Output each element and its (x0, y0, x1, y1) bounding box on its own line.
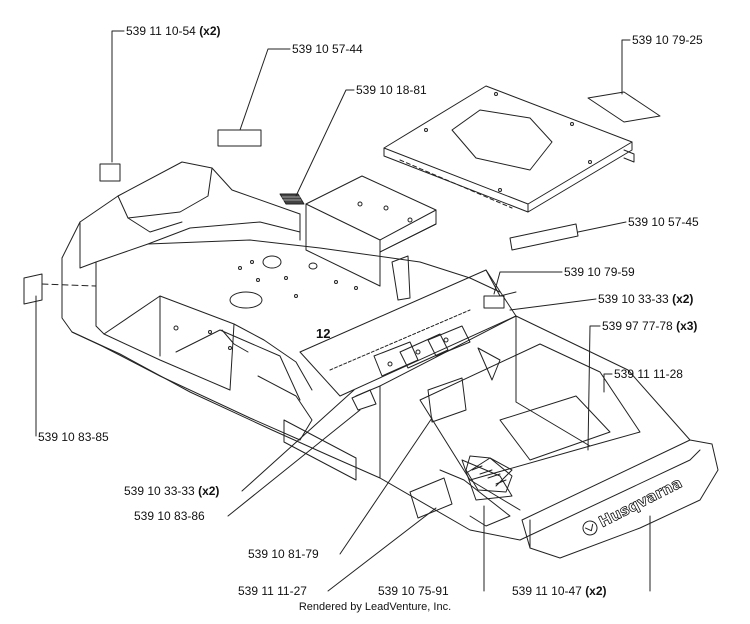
part-label-539-10-33-33-lower[interactable]: 539 10 33-33 (x2) (124, 484, 219, 498)
footer-credit: Rendered by LeadVenture, Inc. (298, 601, 452, 613)
section-number: 12 (316, 326, 331, 341)
part-label-539-11-11-28[interactable]: 539 11 11-28 (614, 367, 683, 381)
part-quantity: (x2) (585, 584, 607, 598)
part-number: 539 10 79-25 (632, 33, 703, 47)
husqvarna-logo: Husqvarna (582, 473, 685, 536)
part-number: 539 10 57-44 (292, 42, 363, 56)
left-step (103, 295, 313, 441)
part-label-539-11-10-54[interactable]: 539 11 10-54 (x2) (126, 24, 221, 38)
part-number: 539 11 11-27 (238, 584, 307, 598)
part-label-539-97-77-78[interactable]: 539 97 77-78 (x3) (602, 319, 697, 333)
part-quantity: (x2) (198, 484, 220, 498)
part-label-539-11-11-27[interactable]: 539 11 11-27 (238, 584, 307, 598)
part-number: 539 11 11-28 (614, 367, 683, 381)
leader-lines (35, 30, 651, 592)
leader-dashed-left (41, 283, 97, 287)
part-label-539-11-10-47[interactable]: 539 11 10-47 (x2) (512, 584, 607, 598)
control-rail (299, 269, 517, 411)
part-label-539-10-57-44[interactable]: 539 10 57-44 (292, 42, 363, 56)
part-number: 539 97 77-78 (602, 319, 673, 333)
lower-rails (283, 419, 513, 527)
part-label-539-10-83-85[interactable]: 539 10 83-85 (38, 430, 109, 444)
part-label-539-10-75-91[interactable]: 539 10 75-91 (378, 584, 449, 598)
logo-wordmark: Husqvarna (596, 474, 685, 531)
part-number: 539 11 10-47 (512, 584, 582, 598)
chassis-frame (61, 161, 501, 457)
part-quantity: (x2) (199, 24, 221, 38)
part-label-539-10-79-59[interactable]: 539 10 79-59 (564, 265, 635, 279)
center-tower (279, 175, 437, 301)
part-number: 539 10 33-33 (124, 484, 195, 498)
part-quantity: (x2) (672, 292, 694, 306)
part-label-539-10-79-25[interactable]: 539 10 79-25 (632, 33, 703, 47)
decals (23, 91, 661, 519)
front-bumper (521, 439, 719, 559)
part-number: 539 10 81-79 (248, 547, 319, 561)
part-number: 539 10 83-85 (38, 430, 109, 444)
part-number: 539 10 79-59 (564, 265, 635, 279)
part-number: 539 10 57-45 (628, 215, 699, 229)
part-label-539-10-57-45[interactable]: 539 10 57-45 (628, 215, 699, 229)
part-label-539-10-18-81[interactable]: 539 10 18-81 (356, 83, 427, 97)
floor-holes (229, 255, 358, 309)
part-number: 539 10 75-91 (378, 584, 449, 598)
part-label-539-10-83-86[interactable]: 539 10 83-86 (134, 509, 205, 523)
part-number: 539 10 33-33 (598, 292, 669, 306)
seat-plate (383, 85, 635, 213)
part-label-539-10-81-79[interactable]: 539 10 81-79 (248, 547, 319, 561)
part-number: 539 10 83-86 (134, 509, 205, 523)
part-number: 539 10 18-81 (356, 83, 427, 97)
part-quantity: (x3) (676, 319, 698, 333)
part-label-539-10-33-33-upper[interactable]: 539 10 33-33 (x2) (598, 292, 693, 306)
foot-grips (465, 455, 513, 493)
part-number: 539 11 10-54 (126, 24, 196, 38)
